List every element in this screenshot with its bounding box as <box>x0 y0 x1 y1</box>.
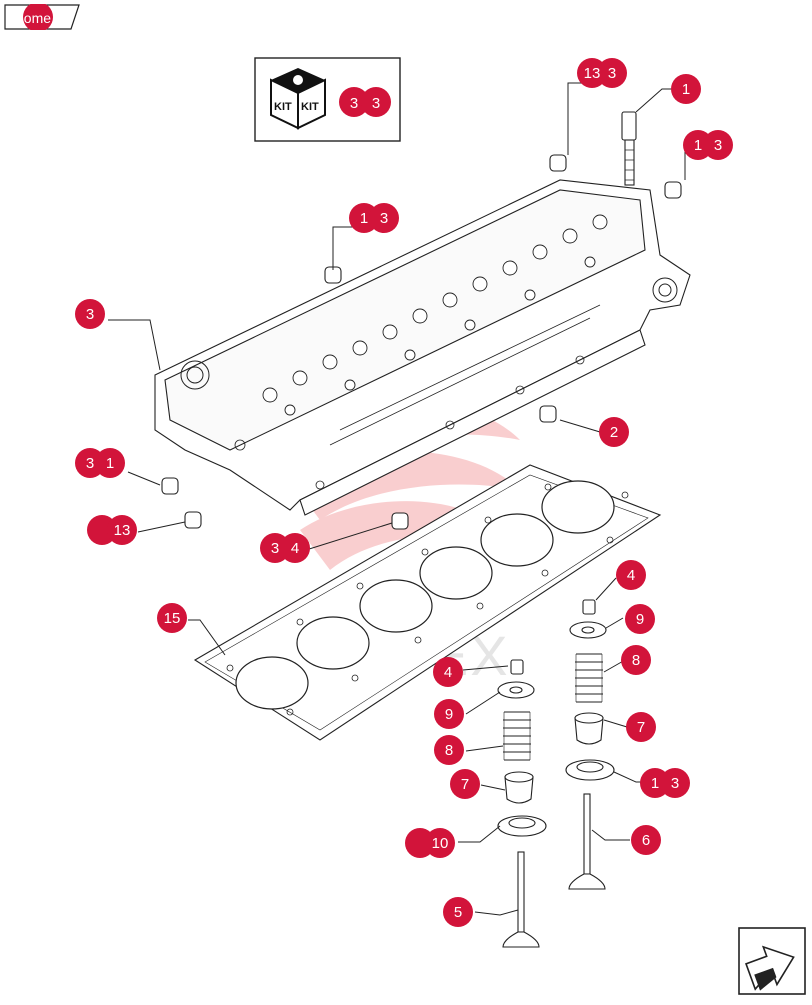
callout-c7-left[interactable]: 7 <box>450 769 480 799</box>
cylinder-head-part <box>154 179 691 516</box>
leader-lines <box>108 82 695 916</box>
home-tab[interactable]: home <box>4 2 80 32</box>
callout-c9-right[interactable]: 9 <box>625 604 655 634</box>
callout-number: 8 <box>632 652 640 669</box>
valve-assembly-right <box>565 599 615 890</box>
valve-assembly-left <box>497 659 547 948</box>
callout-disc <box>703 130 733 160</box>
callout-c13-top[interactable]: 13 3 <box>577 58 627 88</box>
callout-c7-right[interactable]: 7 <box>626 712 656 742</box>
callout-c8-right[interactable]: 8 <box>621 645 651 675</box>
callout-c4-right[interactable]: 4 <box>616 560 646 590</box>
callout-c8-left[interactable]: 8 <box>434 735 464 765</box>
callout-number: 1 <box>651 775 659 792</box>
callout-disc <box>434 735 464 765</box>
callout-c2[interactable]: 2 <box>599 417 629 447</box>
callout-disc <box>671 74 701 104</box>
cylinder-head-bolt <box>621 111 637 186</box>
home-tab-shape <box>4 2 80 32</box>
callout-c4-left[interactable]: 4 <box>433 657 463 687</box>
callout-disc <box>107 515 137 545</box>
callout-number: 10 <box>432 835 449 852</box>
kit-cube-icon: KIT KIT <box>270 68 326 130</box>
home-link[interactable]: home <box>16 10 52 26</box>
kit-box[interactable]: KIT KIT 3 3 <box>254 57 401 142</box>
callout-disc <box>599 417 629 447</box>
callout-disc <box>450 769 480 799</box>
callout-disc <box>660 768 690 798</box>
callout-number: 1 <box>106 455 114 472</box>
callout-number: 3 <box>271 540 279 557</box>
next-page-arrow-icon[interactable] <box>738 927 806 995</box>
callout-disc <box>621 645 651 675</box>
callout-disc <box>425 828 455 858</box>
callout-disc <box>157 603 187 633</box>
callout-c6[interactable]: 6 <box>631 825 661 855</box>
callout-disc <box>626 712 656 742</box>
kit-callout[interactable]: 3 3 <box>339 87 391 117</box>
kit-callout-a: 3 <box>350 95 358 112</box>
callout-number: 3 <box>714 137 722 154</box>
kit-label-left: KIT <box>274 101 292 113</box>
callout-number: 3 <box>380 210 388 227</box>
callout-number: 6 <box>642 832 650 849</box>
callout-number: 1 <box>360 210 368 227</box>
callout-disc <box>597 58 627 88</box>
callout-number: 3 <box>608 65 616 82</box>
callout-disc <box>280 533 310 563</box>
callout-number: 15 <box>164 610 181 627</box>
callout-number: 2 <box>610 424 618 441</box>
dowel-pins <box>161 154 682 530</box>
callout-number: 4 <box>444 664 452 681</box>
callout-number: 13 <box>584 65 601 82</box>
callout-number: 13 <box>114 522 131 539</box>
callout-c3-head[interactable]: 3 <box>75 299 105 329</box>
callout-number: 8 <box>445 742 453 759</box>
head-gasket-part <box>193 464 662 741</box>
callout-number: 1 <box>694 137 702 154</box>
callout-number: 7 <box>461 776 469 793</box>
callout-c13-left[interactable]: 13 <box>87 515 137 545</box>
callout-number: 5 <box>454 904 462 921</box>
callout-number: 4 <box>291 540 299 557</box>
callout-disc <box>434 699 464 729</box>
callout-number: 3 <box>86 455 94 472</box>
callout-disc <box>433 657 463 687</box>
callout-c1-bolt[interactable]: 1 <box>671 74 701 104</box>
callout-disc <box>631 825 661 855</box>
callout-disc <box>95 448 125 478</box>
callout-disc <box>75 299 105 329</box>
callout-number: 1 <box>682 81 690 98</box>
callout-number: 3 <box>86 306 94 323</box>
callout-c15[interactable]: 15 <box>157 603 187 633</box>
callout-number: 9 <box>636 611 644 628</box>
kit-label-right: KIT <box>301 101 319 113</box>
callout-disc <box>369 203 399 233</box>
callout-disc <box>625 604 655 634</box>
callout-c9-left[interactable]: 9 <box>434 699 464 729</box>
kit-callout-b: 3 <box>372 95 380 112</box>
callout-number: 4 <box>627 567 635 584</box>
callout-number: 9 <box>445 706 453 723</box>
callout-disc <box>616 560 646 590</box>
callout-disc <box>443 897 473 927</box>
callout-c5[interactable]: 5 <box>443 897 473 927</box>
callout-c10[interactable]: 10 <box>405 828 455 858</box>
callout-number: 7 <box>637 719 645 736</box>
callout-number: 3 <box>671 775 679 792</box>
